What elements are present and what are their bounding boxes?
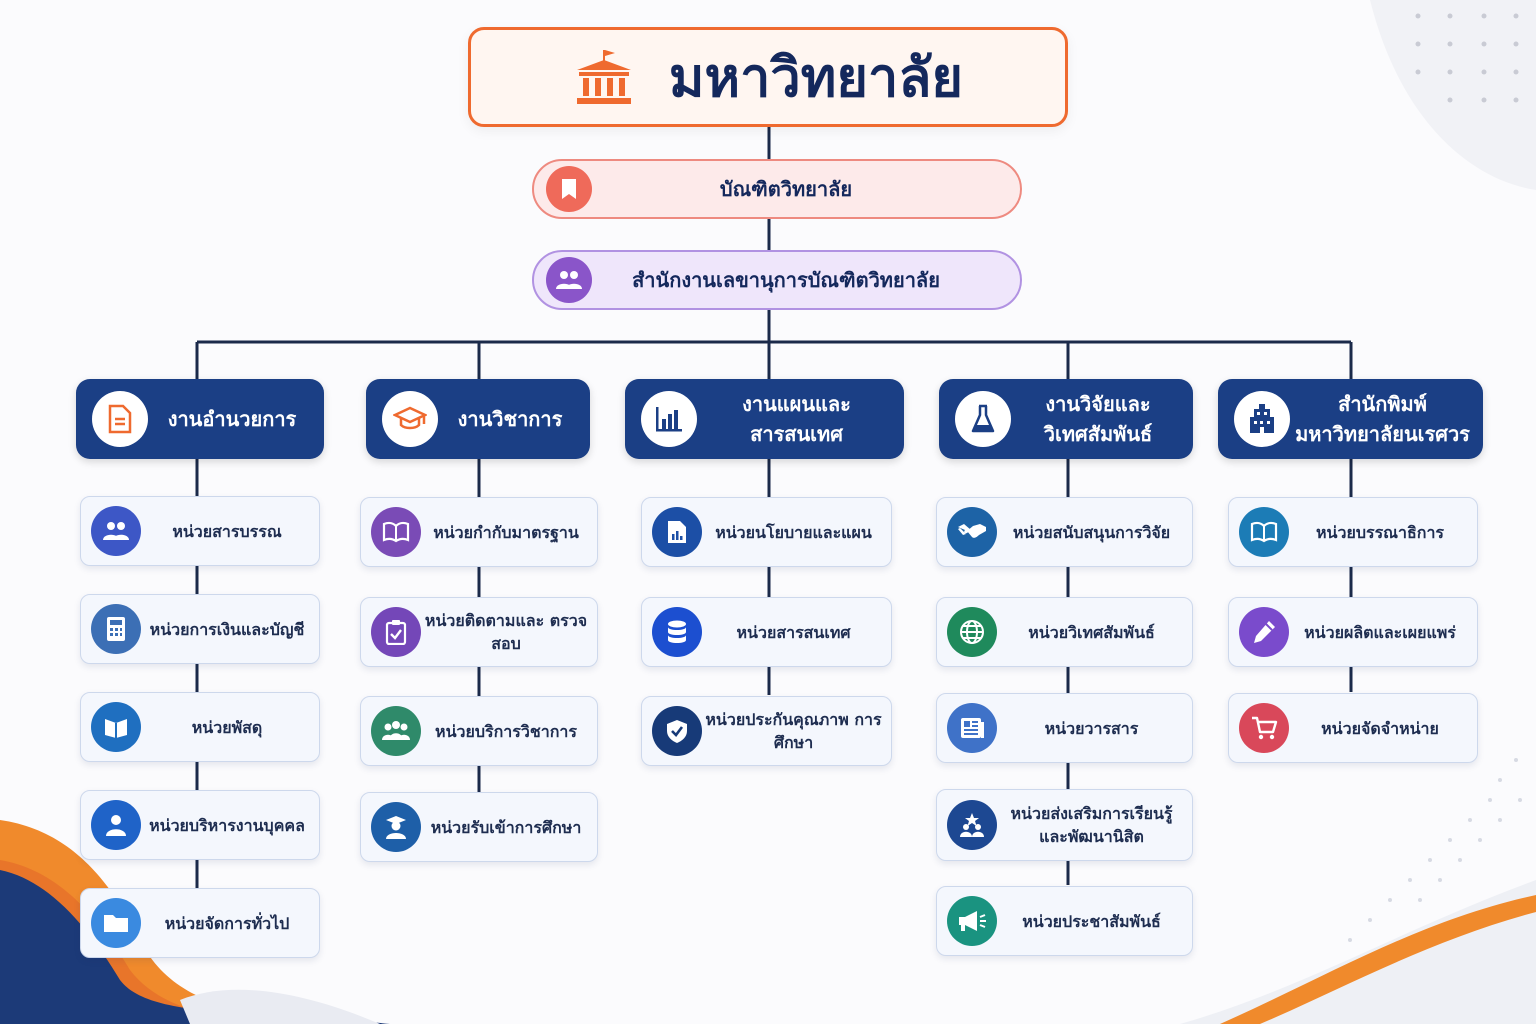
unit-label: หน่วยสารบรรณ (172, 521, 282, 541)
people-icon (91, 506, 141, 556)
clipboard-check-icon (371, 607, 421, 657)
journal-icon (947, 703, 997, 753)
dept-title: งานแผนและสารสนเทศ (742, 392, 851, 446)
unit-label: หน่วยประชาสัมพันธ์ (1022, 911, 1161, 931)
unit-label: หน่วยติดตามและ ตรวจสอบ (424, 611, 588, 653)
learning-icon (947, 800, 997, 850)
unit-personnel: หน่วยบริหารงานบุคคล (80, 790, 320, 860)
unit-general: หน่วยจัดการทั่วไป (80, 888, 320, 958)
unit-admission: หน่วยรับเข้าการศึกษา (360, 792, 598, 862)
unit-editorial: หน่วยบรรณาธิการ (1228, 497, 1478, 567)
dept-title: งานวิชาการ (457, 407, 563, 431)
unit-label: หน่วยจัดจำหน่าย (1321, 718, 1439, 738)
document-icon (92, 391, 148, 447)
person-icon (91, 800, 141, 850)
unit-supplies: หน่วยพัสดุ (80, 692, 320, 762)
unit-records: หน่วยสารบรรณ (80, 496, 320, 566)
unit-public-relations: หน่วยประชาสัมพันธ์ (936, 886, 1193, 956)
bookmark-icon (546, 166, 592, 212)
people-group-icon (546, 257, 592, 303)
root-node-university: มหาวิทยาลัย (468, 27, 1068, 127)
dept-academic: งานวิชาการ (366, 379, 590, 459)
unit-production: หน่วยผลิตและเผยแพร่ (1228, 597, 1478, 667)
handshake-icon (947, 507, 997, 557)
dept-press: สำนักพิมพ์ มหาวิทยาลัยนเรศวร (1218, 379, 1483, 459)
node-graduate-school: บัณฑิตวิทยาลัย (532, 159, 1022, 219)
unit-learning-development: หน่วยส่งเสริมการเรียนรู้ และพัฒนานิสิต (936, 789, 1193, 861)
unit-standards: หน่วยกำกับมาตรฐาน (360, 497, 598, 567)
dept-planning: งานแผนและสารสนเทศ (625, 379, 904, 459)
dept-title: งานอำนวยการ (167, 407, 297, 431)
unit-label: หน่วยบริการวิชาการ (435, 721, 577, 741)
unit-label: หน่วยบริหารงานบุคคล (149, 815, 305, 835)
unit-quality-assurance: หน่วยประกันคุณภาพ การศึกษา (641, 696, 892, 766)
bar-chart-icon (641, 391, 697, 447)
unit-information: หน่วยสารสนเทศ (641, 597, 892, 667)
database-icon (652, 607, 702, 657)
dept-title: สำนักพิมพ์ มหาวิทยาลัยนเรศวร (1295, 392, 1470, 446)
student-icon (371, 802, 421, 852)
unit-label: หน่วยวิเทศสัมพันธ์ (1028, 622, 1155, 642)
globe-icon (947, 607, 997, 657)
open-book-icon (371, 507, 421, 557)
unit-policy-plan: หน่วยนโยบายและแผน (641, 497, 892, 567)
shield-check-icon (652, 706, 702, 756)
cart-icon (1239, 703, 1289, 753)
unit-label: หน่วยการเงินและบัญชี (149, 619, 305, 639)
flask-icon (955, 391, 1011, 447)
unit-label: หน่วยกำกับมาตรฐาน (433, 522, 579, 542)
unit-journal: หน่วยวารสาร (936, 693, 1193, 763)
dept-title: งานวิจัยและ วิเทศสัมพันธ์ (1043, 392, 1153, 446)
unit-label: หน่วยบรรณาธิการ (1315, 522, 1445, 542)
unit-label: หน่วยสารสนเทศ (736, 622, 851, 642)
report-icon (652, 507, 702, 557)
university-building-icon (576, 50, 631, 104)
megaphone-icon (947, 896, 997, 946)
unit-label: หน่วยพัสดุ (191, 717, 263, 737)
group-icon (371, 706, 421, 756)
unit-label: หน่วยจัดการทั่วไป (164, 913, 290, 933)
graduate-school-title: บัณฑิตวิทยาลัย (719, 177, 853, 201)
unit-label: หน่วยรับเข้าการศึกษา (430, 817, 582, 837)
box-icon (91, 702, 141, 752)
folder-icon (91, 898, 141, 948)
unit-label: หน่วยวารสาร (1044, 718, 1139, 738)
pen-icon (1239, 607, 1289, 657)
unit-distribution: หน่วยจัดจำหน่าย (1228, 693, 1478, 763)
unit-finance: หน่วยการเงินและบัญชี (80, 594, 320, 664)
unit-label: หน่วยสนับสนุนการวิจัย (1012, 522, 1171, 542)
node-secretary-office: สำนักงานเลขานุการบัณฑิตวิทยาลัย (532, 250, 1022, 310)
unit-label: หน่วยส่งเสริมการเรียนรู้ และพัฒนานิสิต (1010, 804, 1173, 846)
calculator-icon (91, 604, 141, 654)
unit-label: หน่วยประกันคุณภาพ การศึกษา (705, 710, 882, 752)
root-title: มหาวิทยาลัย (668, 46, 964, 109)
graduation-cap-icon (382, 391, 438, 447)
unit-label: หน่วยผลิตและเผยแพร่ (1304, 622, 1456, 642)
unit-academic-service: หน่วยบริการวิชาการ (360, 696, 598, 766)
unit-monitoring: หน่วยติดตามและ ตรวจสอบ (360, 597, 598, 667)
unit-research-support: หน่วยสนับสนุนการวิจัย (936, 497, 1193, 567)
book-icon (1239, 507, 1289, 557)
unit-label: หน่วยนโยบายและแผน (715, 522, 872, 542)
dept-administration: งานอำนวยการ (76, 379, 324, 459)
secretary-office-title: สำนักงานเลขานุการบัณฑิตวิทยาลัย (632, 268, 940, 292)
unit-international: หน่วยวิเทศสัมพันธ์ (936, 597, 1193, 667)
office-building-icon (1234, 391, 1290, 447)
dept-research: งานวิจัยและ วิเทศสัมพันธ์ (939, 379, 1193, 459)
